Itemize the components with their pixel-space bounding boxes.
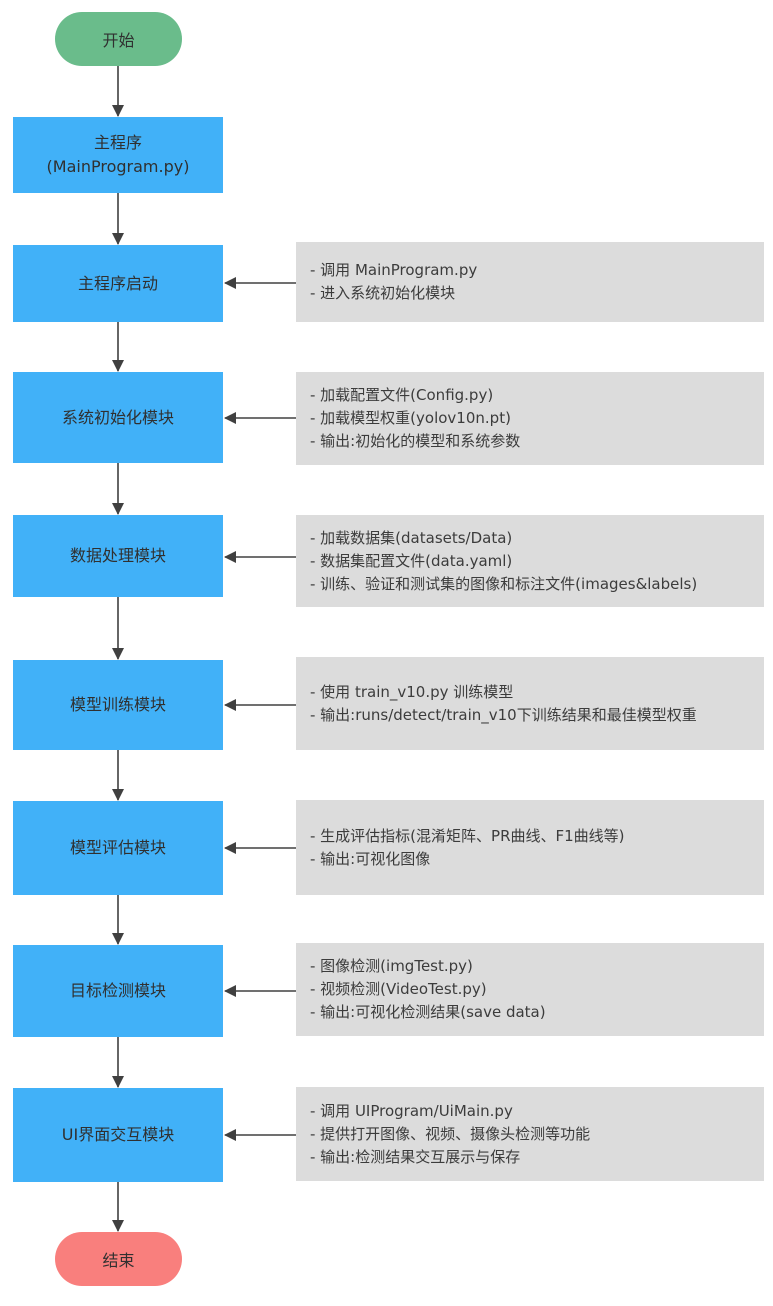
note-line: - 进入系统初始化模块 (310, 284, 456, 302)
start-node: 开始 (55, 12, 182, 66)
node-label: UI界面交互模块 (61, 1125, 175, 1144)
node-label: 主程序 (93, 133, 142, 152)
note-line: - 调用 MainProgram.py (310, 261, 478, 279)
note-line: - 使用 train_v10.py 训练模型 (310, 682, 514, 701)
note-line: - 输出:初始化的模型和系统参数 (310, 432, 521, 450)
note-model-evaluation: - 生成评估指标(混淆矩阵、PR曲线、F1曲线等) - 输出:可视化图像 (296, 800, 764, 895)
node-label: 系统初始化模块 (61, 407, 174, 427)
node-object-detection: 目标检测模块 (13, 945, 223, 1037)
end-node: 结束 (55, 1232, 182, 1286)
note-model-training: - 使用 train_v10.py 训练模型 - 输出:runs/detect/… (296, 657, 764, 750)
note-line: - 生成评估指标(混淆矩阵、PR曲线、F1曲线等) (310, 826, 625, 845)
note-system-init: - 加载配置文件(Config.py) - 加载模型权重(yolov10n.pt… (296, 372, 764, 465)
note-main-launch: - 调用 MainProgram.py - 进入系统初始化模块 (296, 242, 764, 322)
end-label: 结束 (102, 1251, 135, 1270)
note-line: - 调用 UIProgram/UiMain.py (310, 1101, 513, 1120)
node-main-launch: 主程序启动 (13, 245, 223, 322)
note-line: - 训练、验证和测试集的图像和标注文件(images&labels) (310, 574, 698, 593)
note-object-detection: - 图像检测(imgTest.py) - 视频检测(VideoTest.py) … (296, 943, 764, 1036)
node-label: 数据处理模块 (69, 546, 166, 565)
note-line: - 加载模型权重(yolov10n.pt) (310, 409, 511, 427)
note-line: - 加载数据集(datasets/Data) (310, 528, 513, 547)
note-line: - 输出:可视化图像 (310, 849, 431, 868)
note-line: - 加载配置文件(Config.py) (310, 386, 494, 404)
note-line: - 视频检测(VideoTest.py) (310, 980, 487, 998)
node-main-program: 主程序 (MainProgram.py) (13, 117, 223, 193)
node-model-evaluation: 模型评估模块 (13, 801, 223, 895)
node-system-init: 系统初始化模块 (13, 372, 223, 463)
note-line: - 输出:可视化检测结果(save data) (310, 1003, 546, 1021)
node-label: 模型训练模块 (69, 695, 166, 714)
node-label: 模型评估模块 (69, 838, 166, 857)
node-model-training: 模型训练模块 (13, 660, 223, 750)
note-ui-interaction: - 调用 UIProgram/UiMain.py - 提供打开图像、视频、摄像头… (296, 1087, 764, 1181)
node-ui-interaction: UI界面交互模块 (13, 1088, 223, 1182)
note-line: - 输出:runs/detect/train_v10下训练结果和最佳模型权重 (310, 705, 697, 724)
node-label: 主程序启动 (77, 273, 158, 293)
node-data-processing: 数据处理模块 (13, 515, 223, 597)
node-sublabel: (MainProgram.py) (46, 157, 190, 176)
note-line: - 提供打开图像、视频、摄像头检测等功能 (310, 1124, 591, 1143)
note-line: - 图像检测(imgTest.py) (310, 957, 473, 975)
note-data-processing: - 加载数据集(datasets/Data) - 数据集配置文件(data.ya… (296, 515, 764, 607)
node-label: 目标检测模块 (69, 981, 166, 1000)
note-line: - 数据集配置文件(data.yaml) (310, 551, 513, 570)
note-line: - 输出:检测结果交互展示与保存 (310, 1147, 521, 1166)
start-label: 开始 (102, 31, 135, 50)
